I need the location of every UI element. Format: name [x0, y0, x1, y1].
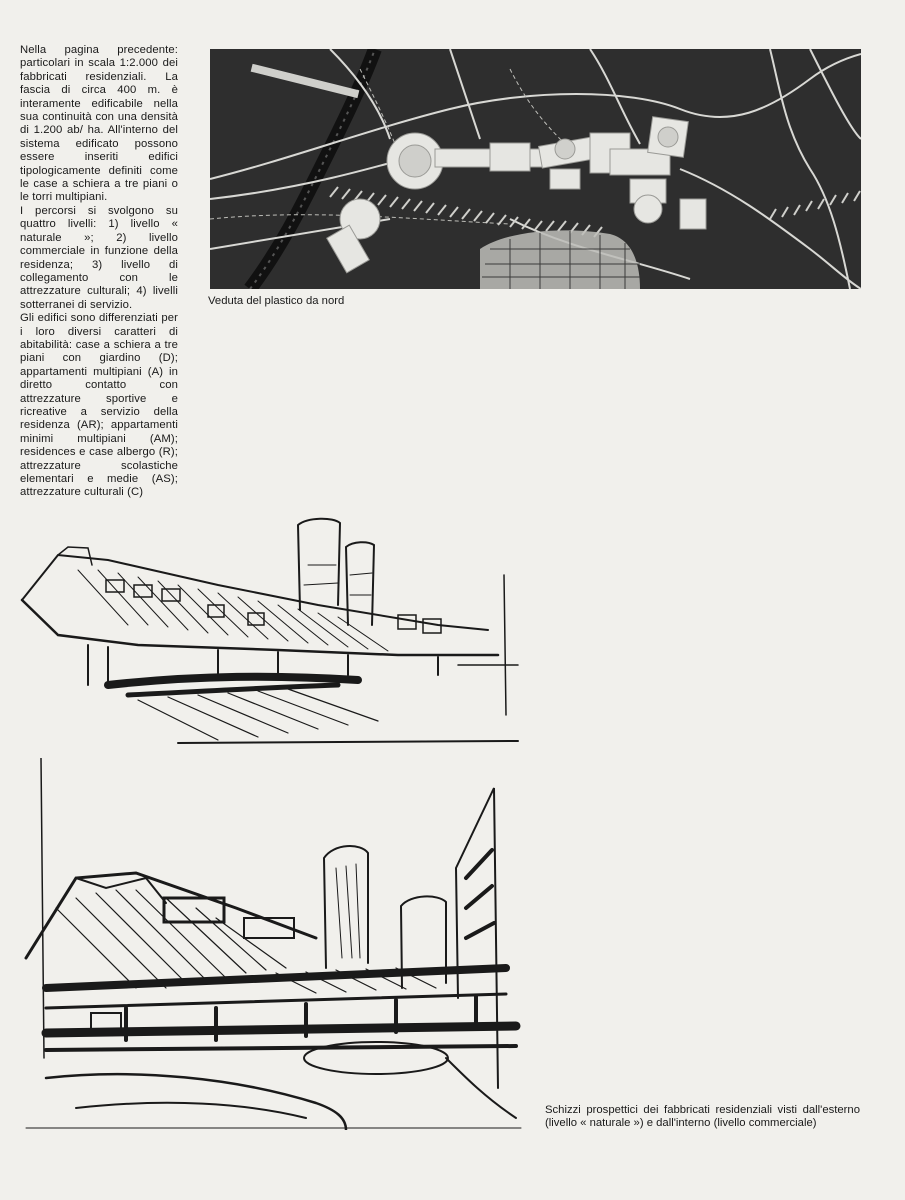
sketch-caption: Schizzi prospettici dei fabbricati resid…: [545, 1104, 860, 1130]
sketch-exterior-view: [18, 515, 523, 747]
sketch-interior-view: [16, 757, 526, 1132]
side-paragraph: Nella pagina precedente: particolari in …: [20, 44, 178, 204]
side-paragraph: Gli edifici sono differenziati per i lor…: [20, 312, 178, 499]
side-text-column: Nella pagina precedente: particolari in …: [20, 44, 178, 500]
photo-caption: Veduta del plastico da nord: [208, 295, 345, 307]
model-photo-image: [210, 49, 861, 289]
model-photo: [210, 49, 861, 289]
side-paragraph: I percorsi si svolgono su quattro livell…: [20, 204, 178, 311]
